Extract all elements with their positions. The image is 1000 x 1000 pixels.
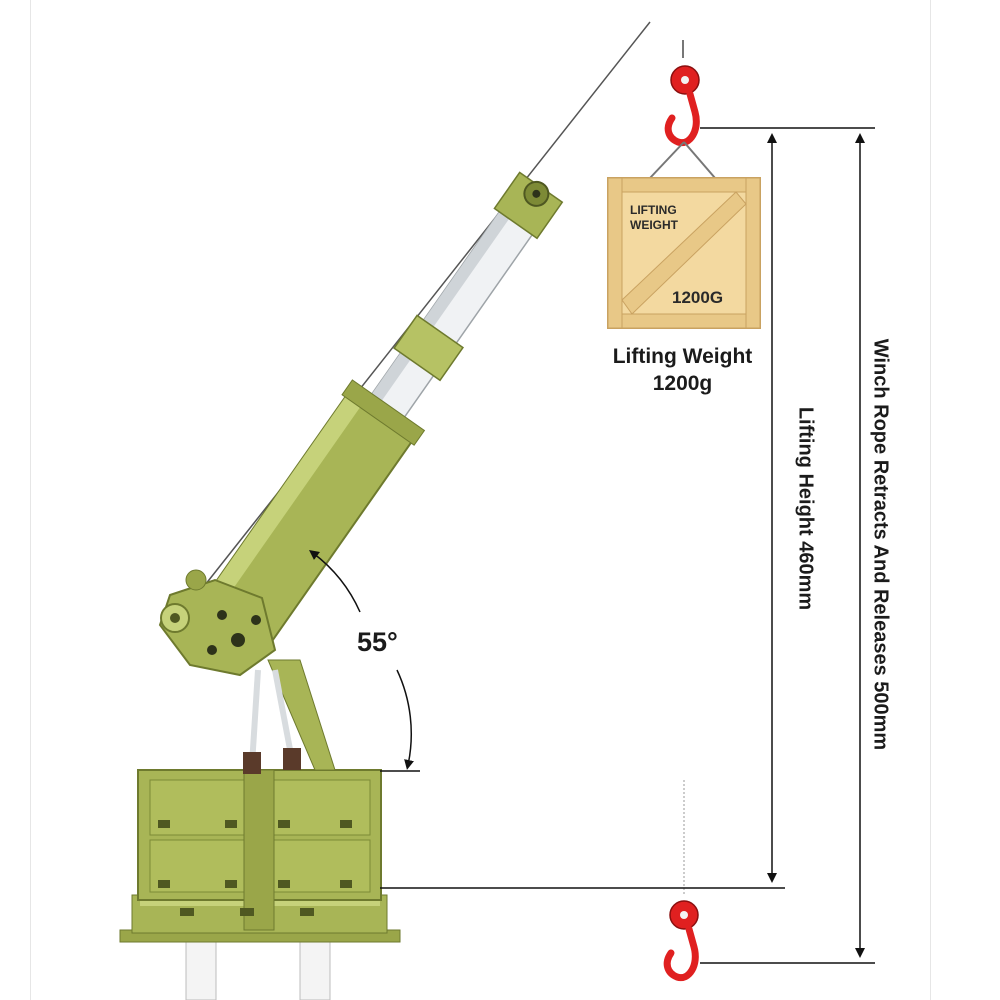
weight-caption: Lifting Weight 1200g [560, 343, 805, 397]
weight-caption-line1: Lifting Weight [612, 345, 753, 368]
crate-stencil-line2: WEIGHT [630, 218, 679, 232]
hydraulic-cylinders [243, 659, 336, 774]
winch-rope-label: Winch Rope Retracts And Releases 500mm [869, 338, 892, 751]
base-legs [185, 939, 331, 1000]
bottom-hook-icon [663, 900, 699, 982]
weight-crate: LIFTING WEIGHT 1200G [607, 177, 761, 329]
weight-caption-line2: 1200g [652, 372, 713, 395]
top-hook-icon [664, 40, 700, 147]
crate-slings [649, 141, 716, 179]
crate-stencil-line1: LIFTING [630, 203, 677, 217]
boom-angle-label: 55° [357, 627, 398, 657]
lifting-height-label: Lifting Height 460mm [794, 406, 817, 611]
right-edge-line [930, 0, 931, 1000]
crane-base [119, 769, 401, 943]
angle-marker [309, 549, 420, 772]
left-edge-line [30, 0, 31, 1000]
dimension-lines [380, 127, 875, 964]
boom-pivot [158, 569, 277, 677]
crane-boom [205, 171, 564, 643]
crate-stencil-weight: 1200G [672, 288, 723, 307]
